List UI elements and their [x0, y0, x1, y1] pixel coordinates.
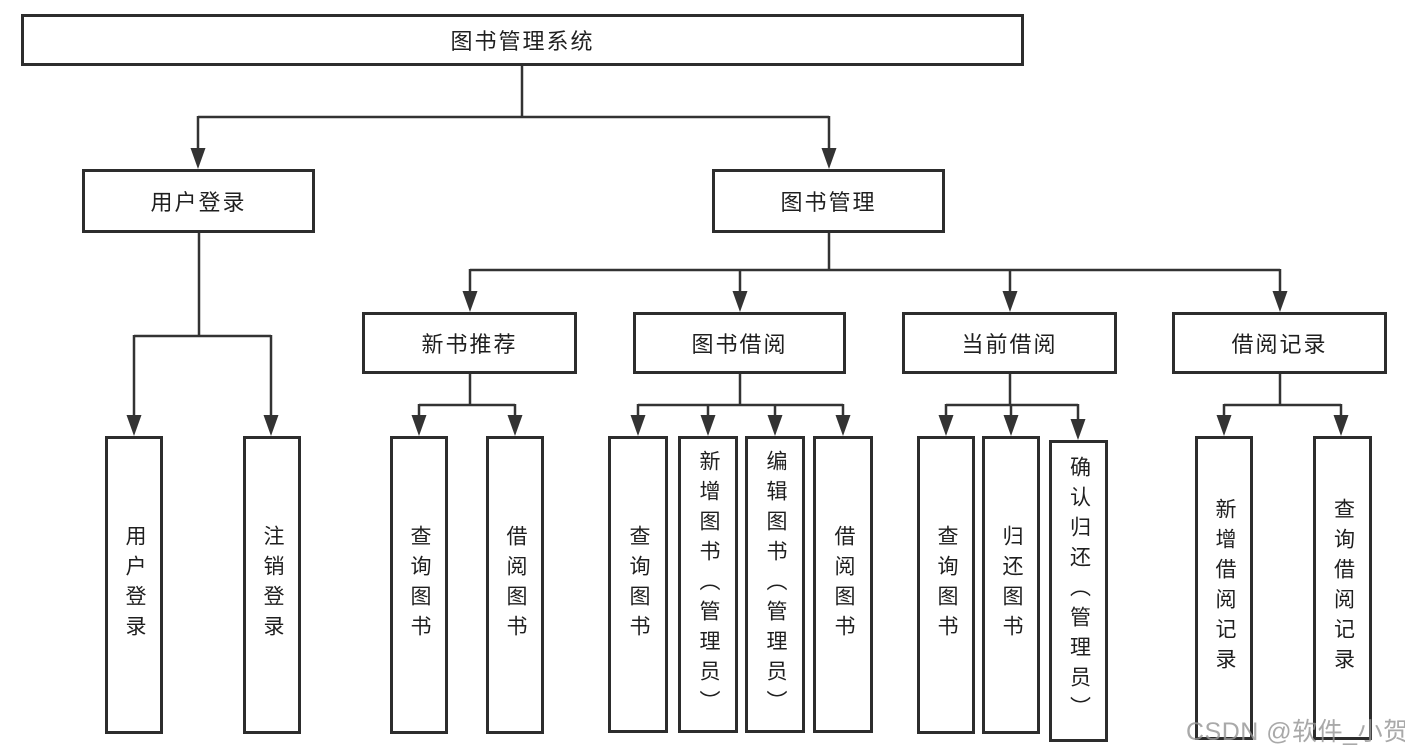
node-current-borrow: 当前借阅 [902, 312, 1117, 374]
leaf-user-login: 用户登录 [105, 436, 163, 734]
leaf-logout: 注销登录 [243, 436, 301, 734]
node-new-book-recommend: 新书推荐 [362, 312, 577, 374]
node-label: 查询图书 [627, 524, 651, 645]
node-label: 当前借阅 [961, 332, 1058, 357]
node-label: 借阅图书 [832, 524, 856, 645]
node-label: 用户登录 [150, 190, 247, 215]
leaf-add-borrow-record: 新增借阅记录 [1195, 436, 1253, 740]
node-label: 图书管理 [780, 190, 877, 215]
leaf-query-books-current: 查询图书 [917, 436, 975, 734]
leaf-query-borrow-record: 查询借阅记录 [1313, 436, 1372, 740]
leaf-query-books-recommend: 查询图书 [390, 436, 448, 734]
leaf-return-book: 归还图书 [982, 436, 1040, 734]
node-label: 查询图书 [408, 525, 432, 645]
node-label: 借阅图书 [504, 525, 528, 645]
node-borrow-records: 借阅记录 [1172, 312, 1387, 374]
node-label: 新书推荐 [421, 332, 518, 357]
leaf-edit-book-admin: 编辑图书（管理员） [745, 436, 805, 733]
csdn-watermark: CSDN @软件_小贺同学 [1186, 718, 1405, 746]
node-book-management: 图书管理 [712, 169, 945, 233]
node-label: 查询图书 [935, 525, 959, 645]
node-label: 注销登录 [261, 525, 285, 645]
leaf-confirm-return-admin: 确认归还（管理员） [1049, 440, 1108, 742]
node-label: 用户登录 [123, 525, 147, 645]
node-label: 编辑图书（管理员） [764, 449, 788, 720]
node-label: 归还图书 [1000, 525, 1024, 645]
node-label: 图书管理系统 [450, 29, 595, 54]
node-label: 确认归还（管理员） [1067, 456, 1091, 726]
leaf-add-book-admin: 新增图书（管理员） [678, 436, 738, 733]
node-label: 新增借阅记录 [1213, 498, 1237, 678]
node-library-system: 图书管理系统 [21, 14, 1024, 66]
node-label: 新增图书（管理员） [697, 449, 721, 720]
node-book-borrow: 图书借阅 [633, 312, 846, 374]
node-user-login: 用户登录 [82, 169, 315, 233]
leaf-query-books-borrow: 查询图书 [608, 436, 668, 733]
node-label: 查询借阅记录 [1331, 498, 1355, 678]
leaf-borrow-books-recommend: 借阅图书 [486, 436, 544, 734]
node-label: 图书借阅 [691, 332, 788, 357]
leaf-borrow-books: 借阅图书 [813, 436, 873, 733]
node-label: 借阅记录 [1231, 332, 1328, 357]
